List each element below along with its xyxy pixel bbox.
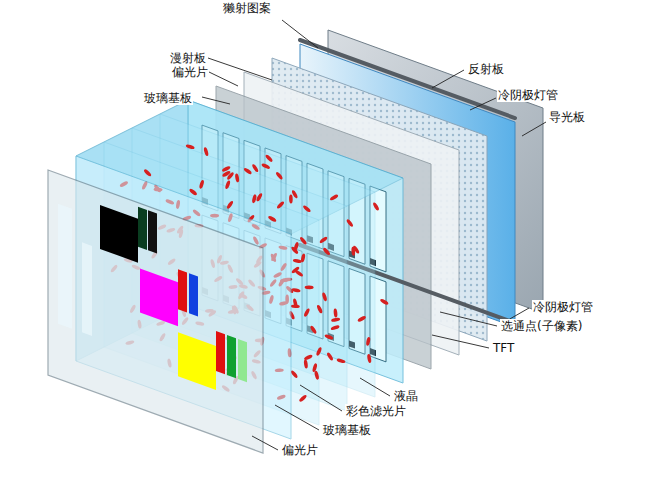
part-label: 玻璃基板 bbox=[143, 91, 193, 105]
part-label: 冷阴极灯管 bbox=[532, 300, 594, 314]
part-label: 选通点(子像素) bbox=[500, 319, 583, 333]
part-label: 液晶 bbox=[393, 389, 419, 403]
color-pattern bbox=[58, 178, 247, 402]
part-label: 獭射图案 bbox=[222, 1, 272, 15]
lamp-tube bbox=[300, 40, 515, 118]
part-label: 反射板 bbox=[467, 62, 505, 76]
leader-lines bbox=[202, 20, 546, 450]
part-label: 偏光片 bbox=[281, 443, 319, 457]
part-label: TFT bbox=[492, 341, 515, 355]
front-polarizer bbox=[48, 170, 263, 453]
part-label: 漫射板 bbox=[169, 51, 207, 65]
part-label: 偏光片 bbox=[171, 65, 209, 79]
part-label: 玻璃基板 bbox=[322, 423, 372, 437]
part-label: 彩色滤光片 bbox=[345, 404, 407, 418]
panel-layers bbox=[48, 30, 543, 453]
part-label: 导光板 bbox=[548, 110, 586, 124]
part-label: 冷阴极灯管 bbox=[497, 88, 559, 102]
